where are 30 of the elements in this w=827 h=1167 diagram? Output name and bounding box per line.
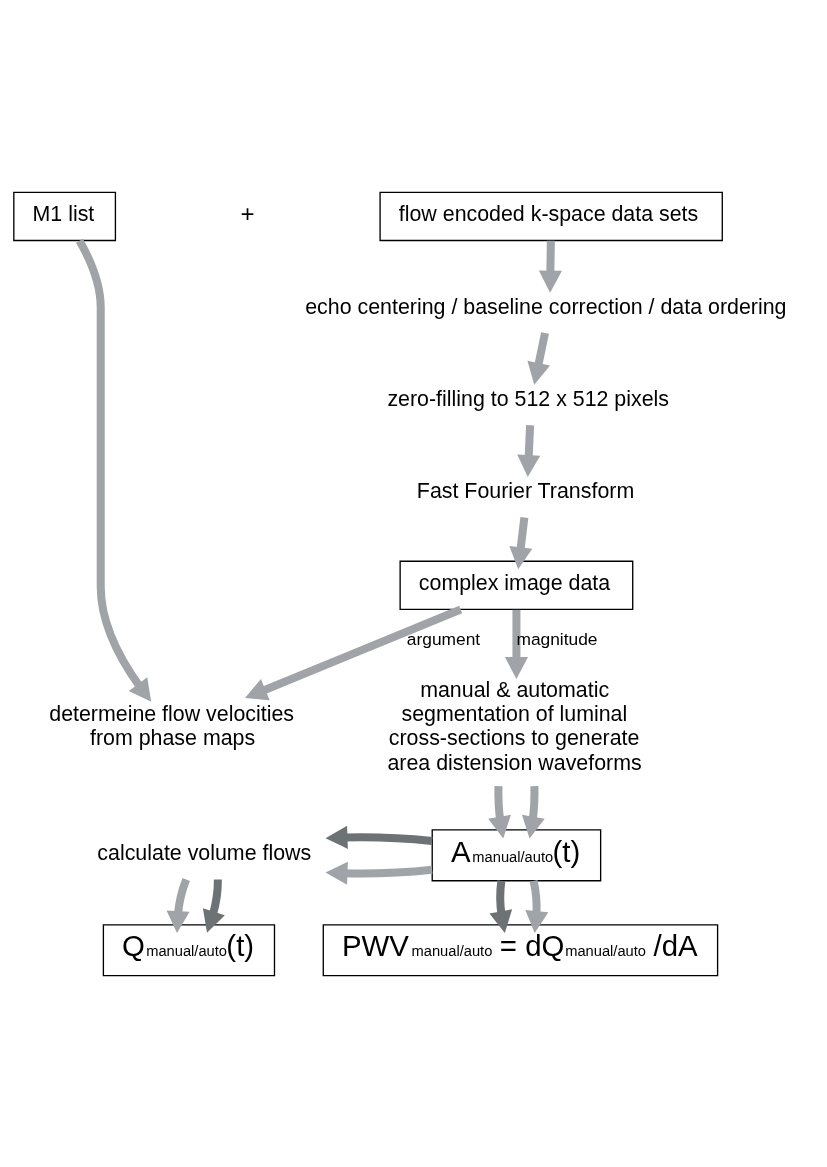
node-text: determeine flow velocities from phase maps [49,701,294,750]
arrow [325,825,433,849]
edge-label: magnitude [516,628,598,649]
node-box: Qmanual/auto(t) [102,923,276,976]
node-box: M1 list [13,191,117,241]
arrow [488,785,511,838]
arrow [525,879,549,933]
arrow [244,605,463,700]
arrow [504,609,528,679]
arrow [509,516,533,569]
node-box: complex image data [399,560,634,610]
node-box: Amanual/auto(t) [431,828,602,881]
node-text: zero-filling to 512 x 512 pixels [387,386,670,411]
arrow [202,878,225,933]
arrow [527,331,551,385]
node-box: flow encoded k-space data sets [379,191,723,241]
arrow [538,240,562,293]
arrow [517,424,541,477]
arrow [325,861,433,885]
arrow [521,785,545,838]
node-text: Fast Fourier Transform [416,478,635,503]
arrow [166,877,190,933]
arrow [489,879,513,933]
node-text: calculate volume flows [97,840,312,865]
label: + [240,199,255,227]
arrow [76,238,152,702]
edge-label: argument [406,628,481,649]
node-text: echo centering / baseline correction / data ordering [305,294,787,319]
node-text: manual & automatic segmentation of luminal cross-sections to generate area distension waveforms [387,677,642,775]
node-box: PWVmanual/auto = dQmanual/auto /dA [322,923,719,976]
